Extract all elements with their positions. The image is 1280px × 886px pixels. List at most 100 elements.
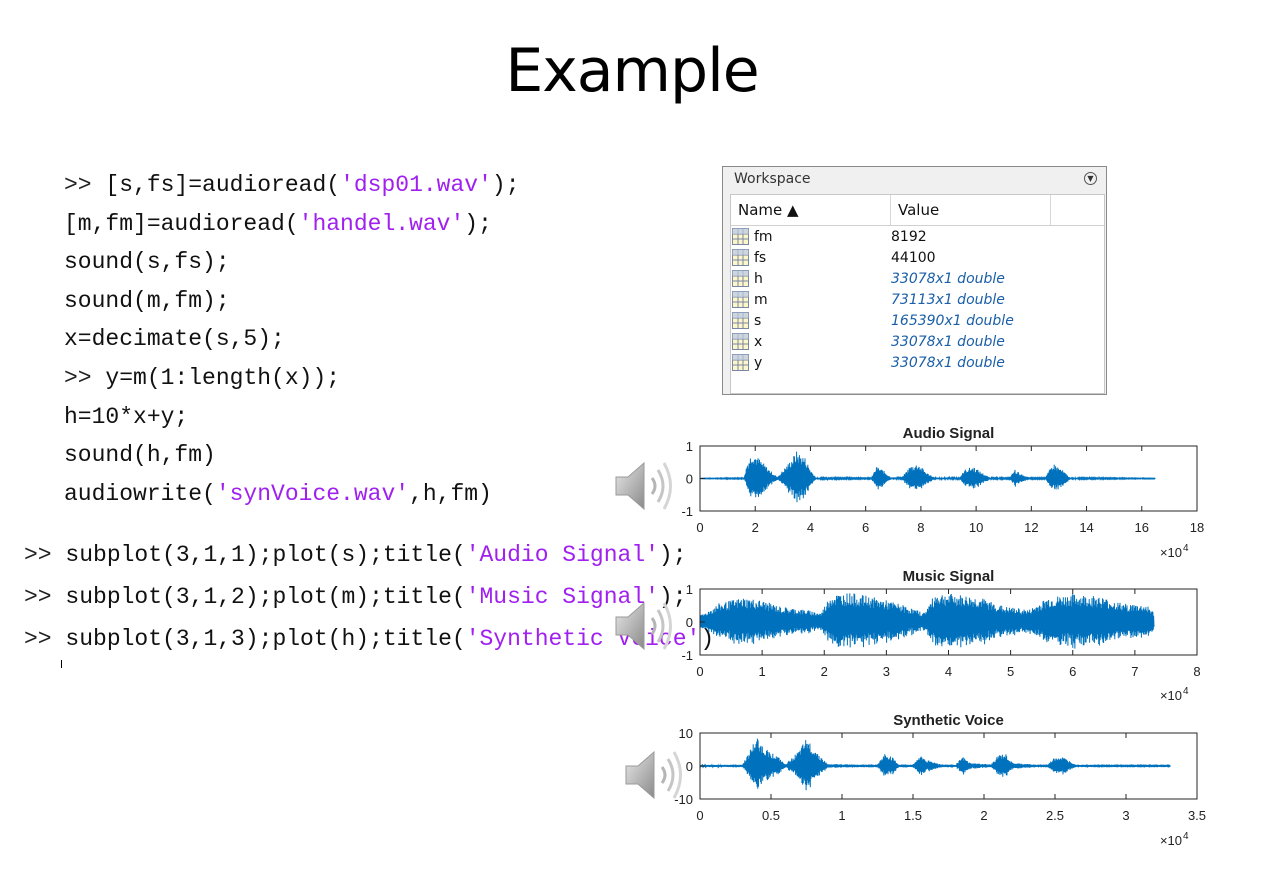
variable-name: fs: [754, 249, 767, 266]
variable-value: 44100: [891, 249, 936, 266]
workspace-variable-row[interactable]: m 73113x1 double: [731, 289, 1104, 310]
plot_lines-str: 'Audio Signal': [465, 542, 659, 568]
x-tick-label: 2: [752, 520, 759, 535]
matrix-variable-icon: [732, 270, 749, 287]
column-header-name[interactable]: Name ▲: [731, 195, 891, 225]
code_lines-before: sound(h,fm): [64, 442, 216, 469]
code_lines-str: 'handel.wav': [298, 210, 465, 237]
matrix-variable-icon: [732, 291, 749, 308]
plot_lines-prompt: >>: [24, 542, 66, 568]
column-header-empty: [1051, 195, 1104, 225]
y-tick-label: 0: [686, 615, 693, 630]
code_lines-prompt: >>: [64, 365, 106, 391]
waveform-series-line: [699, 451, 1156, 503]
speaker-icon[interactable]: [614, 598, 678, 659]
x-tick-label: 3.5: [1188, 808, 1206, 823]
y-tick-label: 0: [686, 472, 693, 487]
chevron-down-circle-icon[interactable]: ▼: [1084, 172, 1097, 185]
x-tick-label: 16: [1135, 520, 1149, 535]
variable-name: h: [754, 270, 763, 287]
plot_lines-after: );: [658, 584, 687, 610]
variable-name: x: [754, 333, 763, 350]
x-tick-label: 3: [1122, 808, 1129, 823]
variable-name: s: [754, 312, 762, 329]
workspace-variable-row[interactable]: h 33078x1 double: [731, 268, 1104, 289]
y-tick-label: -10: [674, 792, 693, 807]
x-tick-label: 1.5: [904, 808, 922, 823]
workspace-variable-row[interactable]: fm 8192: [731, 226, 1104, 247]
plot_lines-before: subplot(3,1,2);plot(m);title(: [65, 584, 466, 610]
plot_lines-line: >> subplot(3,1,1);plot(s);title('Audio S…: [24, 544, 687, 567]
workspace-variable-row[interactable]: s 165390x1 double: [731, 310, 1104, 331]
variable-value: 33078x1 double: [891, 354, 1005, 371]
variable-value: 165390x1 double: [891, 312, 1014, 329]
workspace-columns: Name ▲ Value: [731, 195, 1104, 226]
plot_lines-str: 'Music Signal': [465, 584, 659, 610]
plot_lines-before: subplot(3,1,3);plot(h);title(: [65, 626, 466, 652]
workspace-variable-row[interactable]: fs 44100: [731, 247, 1104, 268]
code_lines-line: >> y=m(1:length(x));: [64, 367, 340, 390]
code_lines-before: audiowrite(: [64, 480, 216, 507]
x-tick-label: 2.5: [1046, 808, 1064, 823]
plot_lines-before: subplot(3,1,1);plot(s);title(: [65, 542, 466, 568]
variable-value: 33078x1 double: [891, 270, 1005, 287]
x-tick-label: 0: [696, 520, 703, 535]
x-axis-multiplier: ×10: [1160, 833, 1182, 848]
x-tick-label: 8: [917, 520, 924, 535]
column-header-value[interactable]: Value: [891, 195, 1051, 225]
plot_lines-line: >> subplot(3,1,2);plot(m);title('Music S…: [24, 586, 687, 609]
workspace-rows: fm 8192 fs 44100 h 33078x1 double m 73113x1 dou…: [731, 226, 1104, 373]
code_lines-line: x=decimate(s,5);: [64, 328, 285, 351]
x-tick-label: 6: [862, 520, 869, 535]
code_lines-line: sound(s,fs);: [64, 251, 230, 274]
plot_lines-after: ): [700, 626, 715, 652]
code_lines-line: h=10*x+y;: [64, 405, 188, 429]
x-tick-label: 12: [1024, 520, 1038, 535]
x-tick-label: 18: [1190, 520, 1204, 535]
workspace-variable-row[interactable]: x 33078x1 double: [731, 331, 1104, 352]
plot_lines-after: );: [658, 542, 687, 568]
speaker-icon[interactable]: [624, 747, 688, 808]
matrix-variable-icon: [732, 228, 749, 245]
y-tick-label: 1: [686, 582, 693, 597]
code_lines-after: ,h,fm): [409, 480, 492, 507]
workspace-title: Workspace: [734, 171, 811, 187]
x-tick-label: 0: [696, 664, 703, 679]
y-tick-label: -1: [681, 504, 693, 519]
text-cursor: [61, 660, 62, 668]
variable-value: 73113x1 double: [891, 291, 1005, 308]
code_lines-line: >> [s,fs]=audioread('dsp01.wav');: [64, 174, 520, 197]
x-axis-multiplier: ×10: [1160, 688, 1182, 703]
variable-name: fm: [754, 228, 773, 245]
speaker-icon[interactable]: [614, 458, 678, 519]
x-tick-label: 0: [696, 808, 703, 823]
code_lines-line: sound(m,fm);: [64, 287, 230, 314]
code_lines-before: [s,fs]=audioread(: [105, 172, 341, 198]
matrix-variable-icon: [732, 354, 749, 371]
plot_lines-prompt: >>: [24, 626, 66, 652]
y-tick-label: -1: [681, 648, 693, 663]
workspace-panel: Workspace ▼ Name ▲ Value fm 8192 fs 44100 h 3…: [722, 166, 1107, 395]
matrix-variable-icon: [732, 333, 749, 350]
code_lines-after: );: [464, 210, 492, 237]
code_lines-line: audiowrite('synVoice.wav',h,fm): [64, 480, 492, 507]
variable-value: 33078x1 double: [891, 333, 1005, 350]
code_lines-before: [m,fm]=audioread(: [64, 210, 299, 237]
x-tick-label: 14: [1079, 520, 1093, 535]
waveform-series-line: [699, 738, 1171, 791]
slide-title: Example: [505, 36, 759, 106]
x-tick-label: 4: [945, 664, 952, 679]
variable-value: 8192: [891, 228, 927, 245]
x-tick-label: 6: [1069, 664, 1076, 679]
x-tick-label: 8: [1193, 664, 1200, 679]
y-tick-label: 10: [679, 726, 693, 741]
x-tick-label: 2: [821, 664, 828, 679]
code_lines-str: 'dsp01.wav': [340, 172, 492, 198]
code_lines-line: [m,fm]=audioread('handel.wav');: [64, 210, 492, 237]
y-tick-label: 1: [686, 439, 693, 454]
variable-name: m: [754, 291, 768, 308]
x-tick-label: 1: [759, 664, 766, 679]
code_lines-before: sound(m,fm);: [64, 287, 230, 314]
